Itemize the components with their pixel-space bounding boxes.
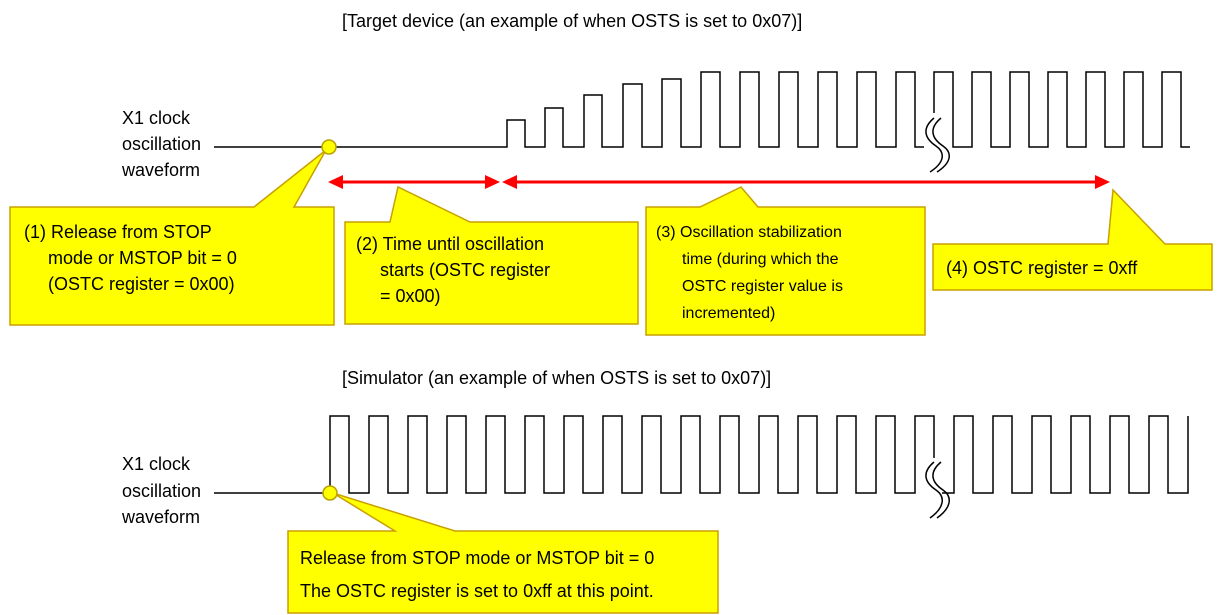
callout-ostc-0xff: (4) OSTC register = 0xff (932, 188, 1213, 291)
simulator-signal-label: X1 clock oscillation waveform (121, 454, 201, 527)
callout-2-line-1: (2) Time until oscillation (356, 234, 544, 254)
callout-3-line-3: OSTC register value is (682, 278, 843, 295)
simulator-waveform (214, 415, 1189, 494)
callout-stabilization-time: (3) Oscillation stabilization time (duri… (645, 186, 926, 336)
callout-2-line-3: = 0x00) (380, 286, 441, 306)
callout-3-line-2: time (during which the (682, 251, 839, 268)
callout-simulator-release: Release from STOP mode or MSTOP bit = 0 … (287, 492, 719, 614)
callout-1-line-3: (OSTC register = 0x00) (48, 274, 235, 294)
simulator-callout-line-2: The OSTC register is set to 0xff at this… (300, 581, 654, 601)
callout-1-line-1: (1) Release from STOP (24, 222, 212, 242)
target-release-marker (321, 139, 337, 155)
callout-1-line-2: mode or MSTOP bit = 0 (48, 248, 237, 268)
simulator-label-line-2: oscillation (122, 481, 201, 501)
target-waveform (214, 71, 1190, 148)
callout-4-line-1: (4) OSTC register = 0xff (946, 258, 1138, 278)
simulator-title: [Simulator (an example of when OSTS is s… (342, 368, 771, 388)
callout-3-line-4: incremented) (682, 305, 775, 322)
target-arrow-stabilization (502, 175, 1110, 189)
callout-2-line-2: starts (OSTC register (380, 260, 550, 280)
callout-3-line-1: (3) Oscillation stabilization (656, 224, 842, 241)
target-break-symbol (924, 113, 950, 173)
callout-release-stop: (1) Release from STOP mode or MSTOP bit … (9, 149, 335, 326)
target-label-line-2: oscillation (122, 134, 201, 154)
simulator-label-line-3: waveform (121, 507, 200, 527)
callout-time-until-oscillation: (2) Time until oscillation starts (OSTC … (344, 185, 639, 325)
simulator-label-line-1: X1 clock (122, 454, 191, 474)
simulator-callout-line-1: Release from STOP mode or MSTOP bit = 0 (300, 548, 654, 568)
target-signal-label: X1 clock oscillation waveform (121, 108, 201, 180)
target-label-line-3: waveform (121, 160, 200, 180)
target-label-line-1: X1 clock (122, 108, 191, 128)
target-arrow-oscillation-start (328, 175, 500, 189)
target-title: [Target device (an example of when OSTS … (342, 11, 802, 31)
simulator-break-symbol (924, 458, 950, 522)
simulator-release-marker (322, 485, 338, 501)
